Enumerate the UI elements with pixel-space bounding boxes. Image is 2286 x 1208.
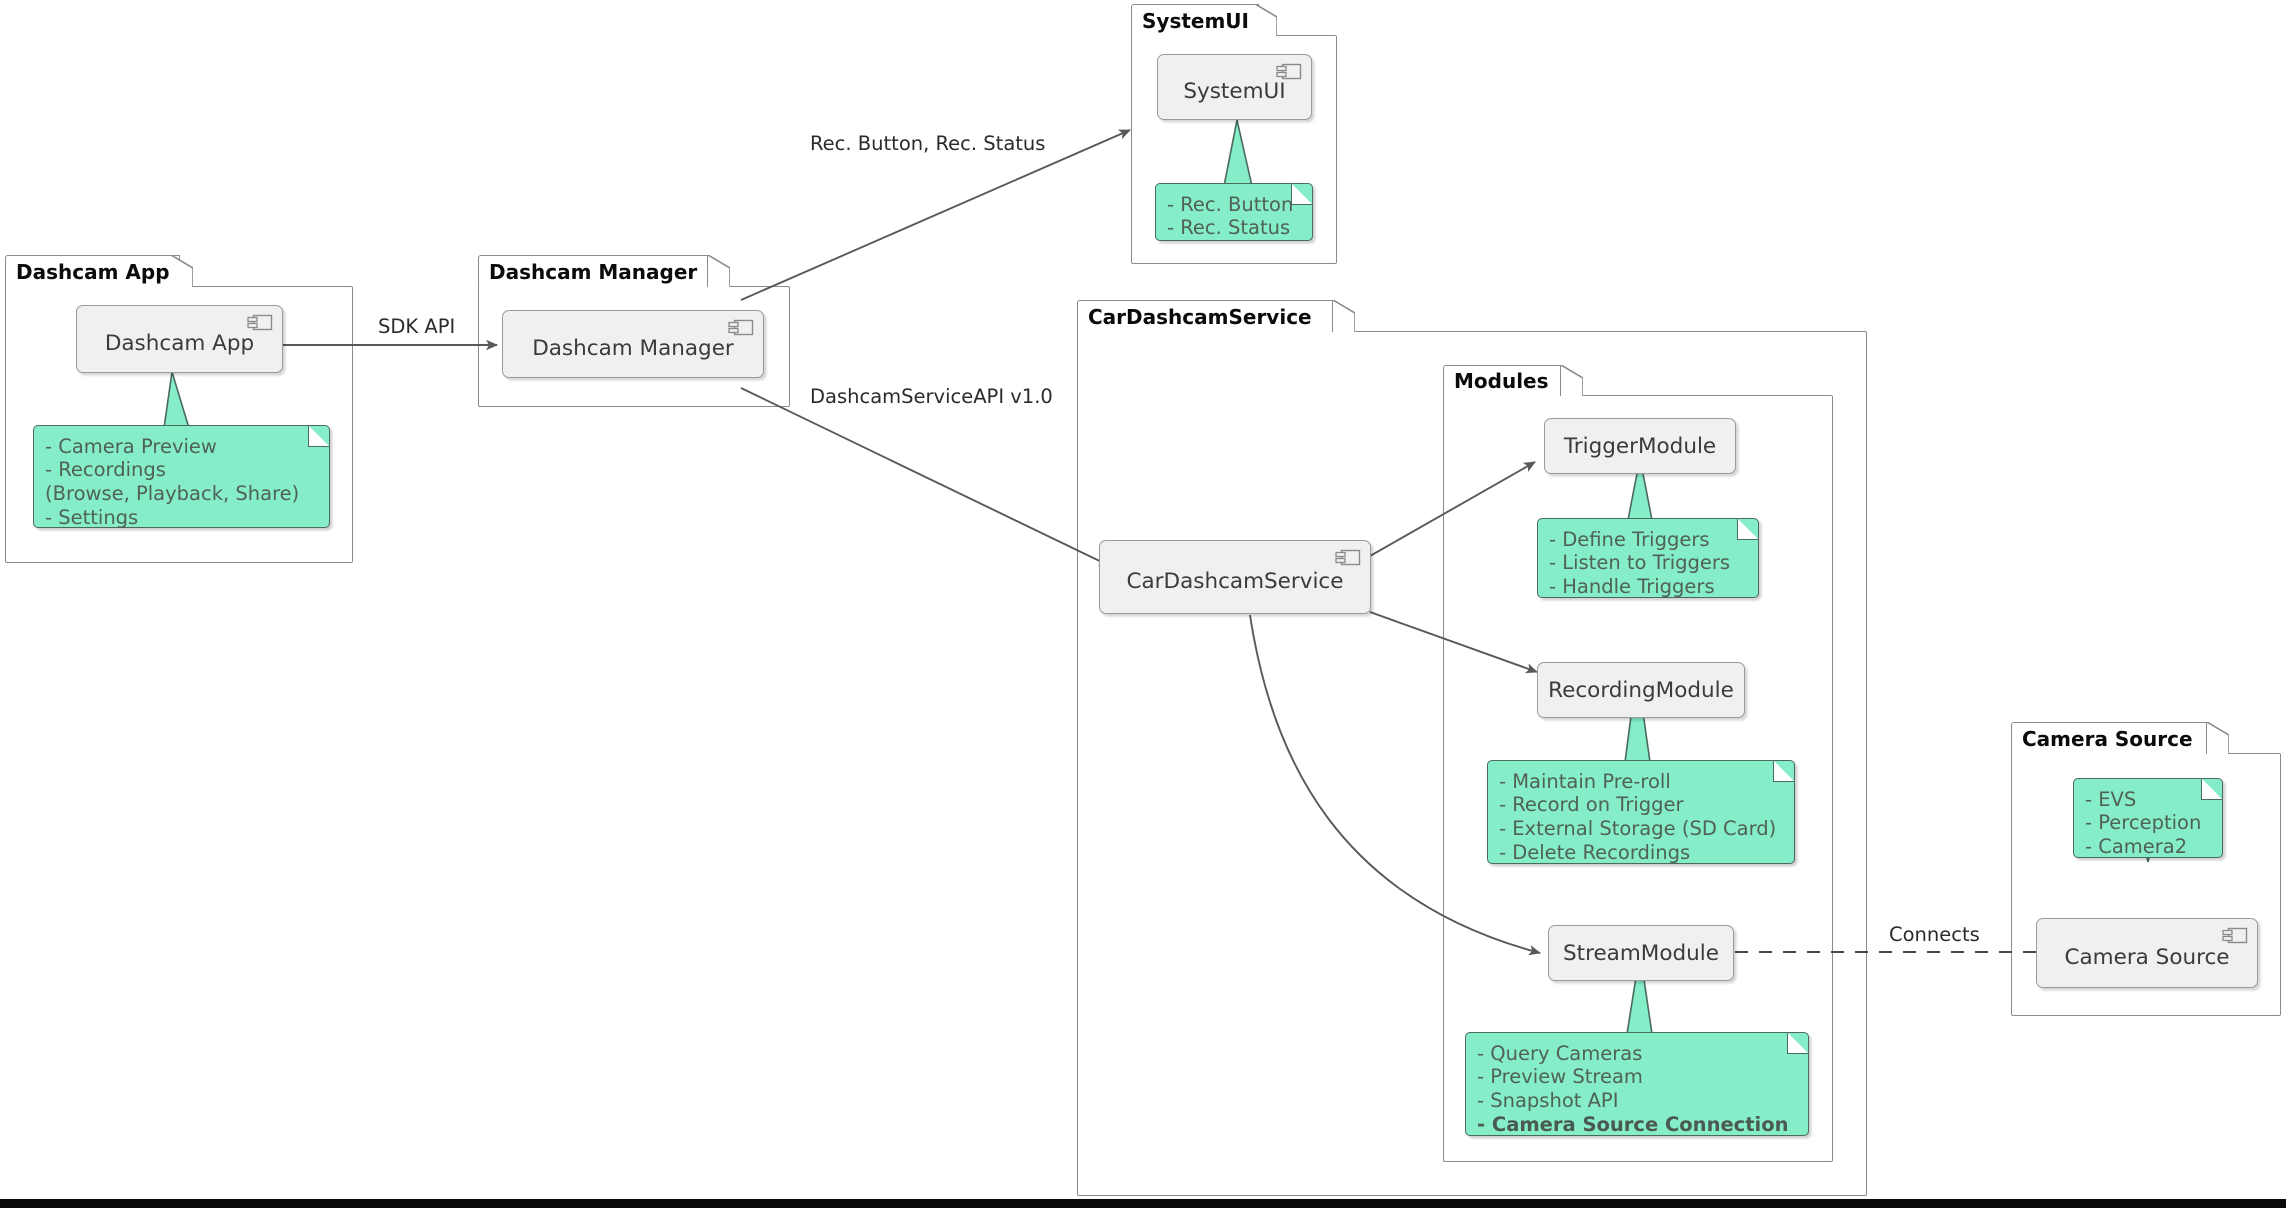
edge-service-to-stream	[1249, 614, 1541, 956]
uml-component-icon	[728, 319, 754, 336]
note-line-emphasis: - Camera Source Connection	[1477, 1112, 1789, 1136]
component-car-dashcam-service[interactable]: CarDashcamService	[1099, 540, 1371, 614]
note-line: - Rec. Status	[1167, 216, 1291, 240]
component-system-ui-label: SystemUI	[1183, 78, 1286, 104]
package-car-dashcam-service-label: CarDashcamService	[1088, 304, 1312, 329]
uml-component-icon	[1335, 549, 1361, 566]
note-line: - Maintain Pre-roll	[1499, 769, 1671, 793]
package-camera-source-label: Camera Source	[2022, 726, 2193, 751]
package-tab-slant	[708, 255, 730, 287]
package-modules-label: Modules	[1454, 369, 1549, 393]
package-dashcam-manager-label: Dashcam Manager	[489, 259, 698, 284]
package-tab-slant	[2207, 722, 2229, 754]
package-tab-slant	[171, 255, 193, 287]
note-trigger-module: - Define Triggers - Listen to Triggers -…	[1537, 518, 1759, 598]
component-camera-source[interactable]: Camera Source	[2036, 918, 2258, 988]
uml-component-icon	[1276, 63, 1302, 80]
note-line: - Listen to Triggers	[1549, 551, 1731, 575]
note-line: - Perception	[2085, 811, 2202, 835]
package-system-ui-tab: SystemUI	[1131, 4, 1259, 36]
note-line: - Camera Preview	[45, 434, 217, 458]
package-dashcam-app-tab: Dashcam App	[5, 255, 180, 287]
package-car-dashcam-service-tab: CarDashcamService	[1077, 300, 1333, 332]
note-line: - Snapshot API	[1477, 1088, 1619, 1112]
edge-label-dashcam-service-api: DashcamServiceAPI v1.0	[810, 385, 1053, 408]
note-camera-source: - EVS - Perception - Camera2	[2073, 778, 2223, 858]
component-stream-module[interactable]: StreamModule	[1548, 925, 1734, 981]
edge-label-rec-button-status: Rec. Button, Rec. Status	[810, 132, 1046, 155]
component-dashcam-manager-label: Dashcam Manager	[532, 335, 734, 361]
note-line: - Query Cameras	[1477, 1041, 1643, 1065]
package-camera-source-tab: Camera Source	[2011, 722, 2207, 754]
component-dashcam-manager[interactable]: Dashcam Manager	[502, 310, 764, 378]
component-trigger-module-label: TriggerModule	[1563, 433, 1717, 459]
edge-rec-button-status	[740, 129, 1131, 301]
package-dashcam-manager-tab: Dashcam Manager	[478, 255, 708, 287]
note-line: - External Storage (SD Card)	[1499, 816, 1777, 840]
note-dogear-icon	[2201, 778, 2223, 800]
note-system-ui: - Rec. Button - Rec. Status	[1155, 183, 1313, 241]
component-dashcam-app-label: Dashcam App	[104, 330, 255, 356]
note-line: - Define Triggers	[1549, 527, 1710, 551]
package-tab-slant	[1561, 365, 1583, 396]
package-system-ui-label: SystemUI	[1142, 8, 1249, 33]
note-recording-module: - Maintain Pre-roll - Record on Trigger …	[1487, 760, 1795, 864]
note-line: - Settings	[45, 505, 139, 529]
bottom-edge-bar	[0, 1199, 2286, 1208]
note-dogear-icon	[1773, 760, 1795, 782]
note-line: - EVS	[2085, 787, 2137, 811]
note-line: - Camera2	[2085, 834, 2188, 858]
note-dogear-icon	[1737, 518, 1759, 540]
component-recording-module-label: RecordingModule	[1548, 677, 1734, 703]
note-line: (Browse, Playback, Share)	[45, 481, 300, 505]
component-trigger-module[interactable]: TriggerModule	[1544, 418, 1736, 474]
note-line: - Delete Recordings	[1499, 840, 1691, 864]
note-stream-module: - Query Cameras - Preview Stream - Snaps…	[1465, 1032, 1809, 1136]
component-camera-source-label: Camera Source	[2064, 944, 2230, 970]
component-system-ui[interactable]: SystemUI	[1157, 54, 1312, 120]
package-tab-slant	[1333, 300, 1355, 332]
component-car-dashcam-service-label: CarDashcamService	[1126, 568, 1344, 594]
component-stream-module-label: StreamModule	[1563, 940, 1719, 966]
note-line: - Preview Stream	[1477, 1065, 1643, 1089]
note-dashcam-app: - Camera Preview - Recordings (Browse, P…	[33, 425, 330, 528]
edge-dashcam-service-api	[740, 387, 1111, 567]
note-dogear-icon	[1291, 183, 1313, 205]
uml-component-icon	[2222, 927, 2248, 944]
package-modules-tab: Modules	[1443, 365, 1561, 396]
note-line: - Record on Trigger	[1499, 793, 1684, 817]
note-dogear-icon	[308, 425, 330, 447]
edge-label-sdk-api: SDK API	[378, 315, 456, 338]
note-line: - Rec. Button	[1167, 192, 1294, 216]
note-dogear-icon	[1787, 1032, 1809, 1054]
component-recording-module[interactable]: RecordingModule	[1537, 662, 1745, 718]
package-dashcam-app-label: Dashcam App	[16, 259, 170, 284]
edge-label-connects: Connects	[1889, 923, 1980, 946]
uml-component-icon	[247, 314, 273, 331]
note-line: - Recordings	[45, 458, 166, 482]
note-line: - Handle Triggers	[1549, 574, 1715, 598]
edge-service-to-trigger	[1369, 461, 1536, 557]
package-tab-slant	[1255, 4, 1277, 36]
component-dashcam-app[interactable]: Dashcam App	[76, 305, 283, 373]
edge-service-to-recording	[1369, 611, 1538, 674]
